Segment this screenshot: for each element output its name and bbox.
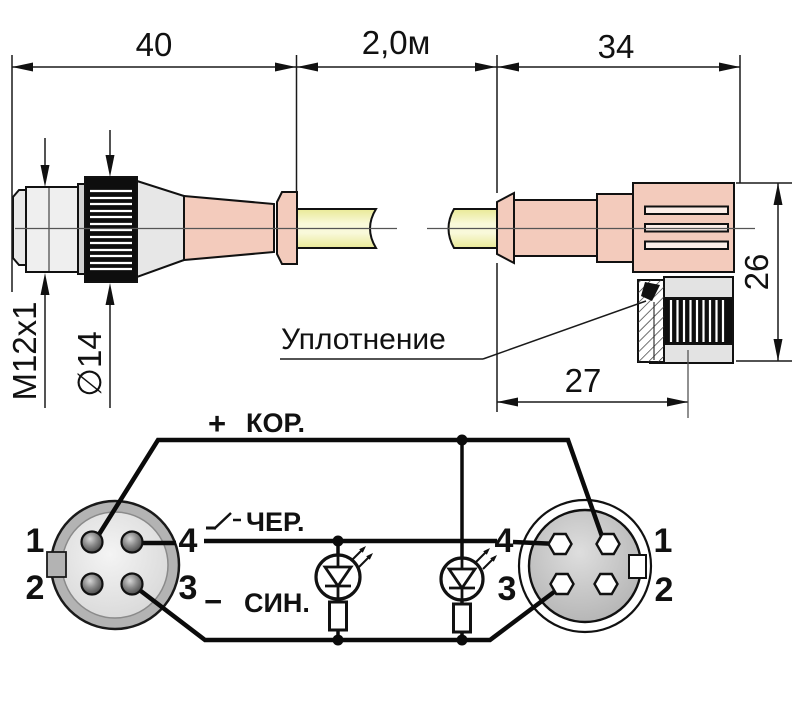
light-arrows-icon (351, 546, 373, 568)
pins-right (547, 532, 621, 596)
minus-sign: − (204, 584, 223, 619)
wire-blue-minus (131, 583, 564, 643)
switch-contact-icon (206, 512, 241, 530)
resistor-2 (452, 602, 472, 634)
dim-26: 26 (738, 253, 775, 291)
led-indicator-2 (439, 548, 497, 602)
right-pin-4-label: 4 (494, 522, 514, 560)
thread-label: M12x1 (6, 301, 43, 401)
resistor-1 (328, 600, 348, 632)
junction-dots (332, 434, 468, 646)
knurl-ring-a (84, 176, 138, 283)
right-pin-2-label: 2 (654, 571, 674, 609)
seal-label: Уплотнение (281, 323, 446, 356)
pins-left (80, 530, 144, 596)
light-arrows-icon (475, 548, 497, 570)
led-indicator-1 (314, 546, 373, 601)
dimension-lines (11, 55, 792, 418)
right-pin-3-label: 3 (497, 570, 517, 608)
left-pin-1-label: 1 (25, 522, 45, 560)
diameter-label: ∅14 (71, 331, 108, 397)
dim-34: 34 (597, 28, 635, 65)
wire-label-brown: КОР. (246, 408, 305, 438)
connector-a-side-view (12, 176, 378, 283)
left-pin-4-label: 4 (178, 522, 198, 560)
dim-40: 40 (135, 26, 173, 63)
key-notch-right (628, 554, 647, 579)
left-pin-3-label: 3 (178, 569, 198, 607)
dim-cable-length: 2,0м (361, 24, 431, 61)
wire-brown-plus (91, 437, 607, 546)
left-pin-2-label: 2 (25, 569, 45, 607)
wire-label-blue: СИН. (244, 588, 310, 618)
knurl-ring-b (663, 297, 734, 345)
right-pin-1-label: 1 (653, 522, 673, 560)
pinout-left-face (46, 499, 181, 631)
connector-b-side-view (447, 182, 735, 364)
seal-cutaway (637, 279, 665, 363)
key-notch-left (46, 551, 67, 578)
pinout-right-face (517, 498, 653, 634)
wire-label-black: ЧЕР. (246, 507, 305, 537)
plus-sign: + (208, 406, 227, 441)
dim-27: 27 (564, 362, 602, 399)
